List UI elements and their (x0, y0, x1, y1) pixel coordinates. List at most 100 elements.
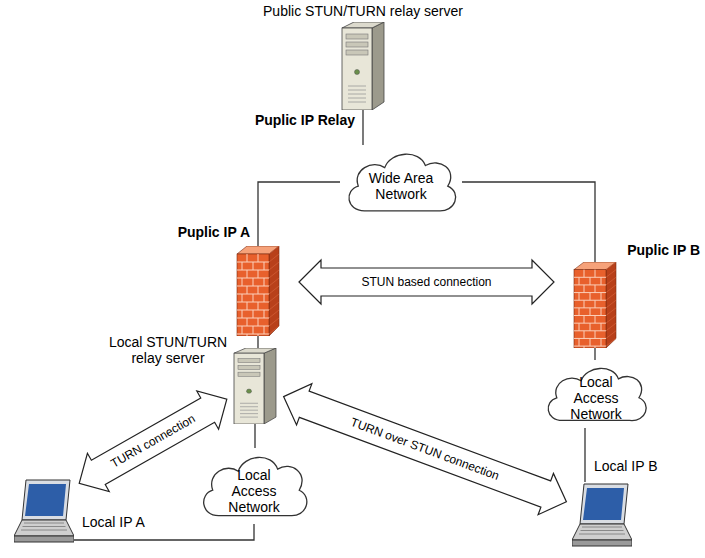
laptop-part (14, 536, 74, 542)
server-part (240, 413, 258, 414)
firewall-part (258, 334, 259, 336)
firewall-part (574, 315, 606, 316)
firewall-part (584, 285, 585, 293)
laptop-part (572, 540, 632, 546)
firewall-part (242, 310, 243, 318)
firewall-part (584, 346, 585, 348)
laptop-icon (14, 478, 74, 544)
firewall-part (579, 308, 580, 316)
firewall-part (269, 278, 279, 286)
connection-label: STUN based connection (361, 275, 491, 289)
firewall-part (237, 254, 269, 336)
laptop-part (580, 484, 628, 524)
firewall-part (237, 270, 269, 271)
firewall-part (574, 270, 606, 348)
relay-server: Public STUN/TURN relay serverPuplic IP R… (340, 22, 386, 110)
firewall: Puplic IP A (235, 246, 281, 336)
firewall-part (595, 300, 596, 308)
node-label: Local IP B (594, 458, 658, 474)
firewall-part (269, 270, 279, 278)
firewall-part (237, 318, 269, 319)
server-part (346, 42, 368, 47)
firewall-part (601, 277, 602, 285)
firewall-part (247, 286, 248, 294)
laptop-part (582, 527, 622, 528)
firewall-part (237, 246, 279, 254)
firewall-part (590, 277, 591, 285)
node-label: Local Access Network (564, 374, 628, 422)
laptop-icon (572, 482, 632, 548)
laptop: Local IP B (572, 482, 632, 548)
server-part (240, 403, 258, 404)
firewall-part (242, 294, 243, 302)
firewall-part (253, 262, 254, 270)
firewall-part (606, 316, 616, 324)
firewall-part (606, 277, 616, 285)
firewall-part (595, 270, 596, 278)
network-link (362, 110, 363, 145)
laptop-part (572, 524, 632, 540)
firewall-part (269, 302, 279, 310)
firewall-part (258, 270, 259, 278)
firewall-part (584, 300, 585, 308)
node-label: Local IP A (82, 514, 145, 530)
laptop-part (14, 520, 74, 536)
firewall-part (247, 334, 248, 336)
firewall-part (584, 270, 585, 278)
firewall-part (574, 346, 606, 347)
firewall-part (606, 308, 616, 316)
server-part (240, 417, 258, 418)
connection-label: TURN connection (108, 412, 197, 471)
network-link (257, 336, 258, 348)
firewall-part (247, 318, 248, 326)
firewall-part (606, 262, 616, 348)
firewall-part (584, 331, 585, 339)
laptop-part (583, 488, 624, 520)
firewall-part (269, 246, 279, 336)
laptop-part (23, 526, 66, 527)
firewall-part (579, 277, 580, 285)
server-icon (340, 22, 386, 110)
firewall-part (606, 270, 616, 278)
firewall-part (264, 278, 265, 286)
firewall-part (269, 326, 279, 334)
firewall-part (606, 293, 616, 301)
firewall-part (258, 318, 259, 326)
node-label: Puplic IP Relay (255, 112, 355, 128)
firewall-part (264, 262, 265, 270)
firewall-part (253, 278, 254, 286)
firewall-part (590, 338, 591, 346)
server-part (346, 34, 368, 39)
firewall-part (264, 326, 265, 334)
server-part (342, 22, 384, 28)
firewall-part (269, 262, 279, 270)
firewall-part (579, 323, 580, 331)
firewall-part (574, 284, 606, 285)
server-part (355, 70, 360, 75)
node-label: Wide Area Network (359, 170, 443, 202)
firewall-part (595, 316, 596, 324)
firewall-part (247, 254, 248, 262)
network-cloud: Local Access Network (540, 360, 652, 428)
server-icon (232, 348, 278, 424)
firewall-part (242, 278, 243, 286)
connection-arrow (299, 260, 554, 304)
firewall-part (606, 323, 616, 331)
server-part (234, 348, 276, 353)
firewall-part (269, 318, 279, 326)
firewall-part (253, 326, 254, 334)
server-part (240, 410, 258, 411)
firewall-part (601, 293, 602, 301)
firewall-part (595, 285, 596, 293)
firewall-part (595, 346, 596, 348)
firewall-part (590, 293, 591, 301)
server-part (238, 372, 260, 376)
firewall-part (242, 326, 243, 334)
firewall-part (606, 300, 616, 308)
firewall-part (601, 338, 602, 346)
firewall-part (247, 302, 248, 310)
laptop-part (579, 534, 625, 535)
node-label: Puplic IP A (178, 224, 250, 240)
firewall-part (237, 302, 269, 303)
